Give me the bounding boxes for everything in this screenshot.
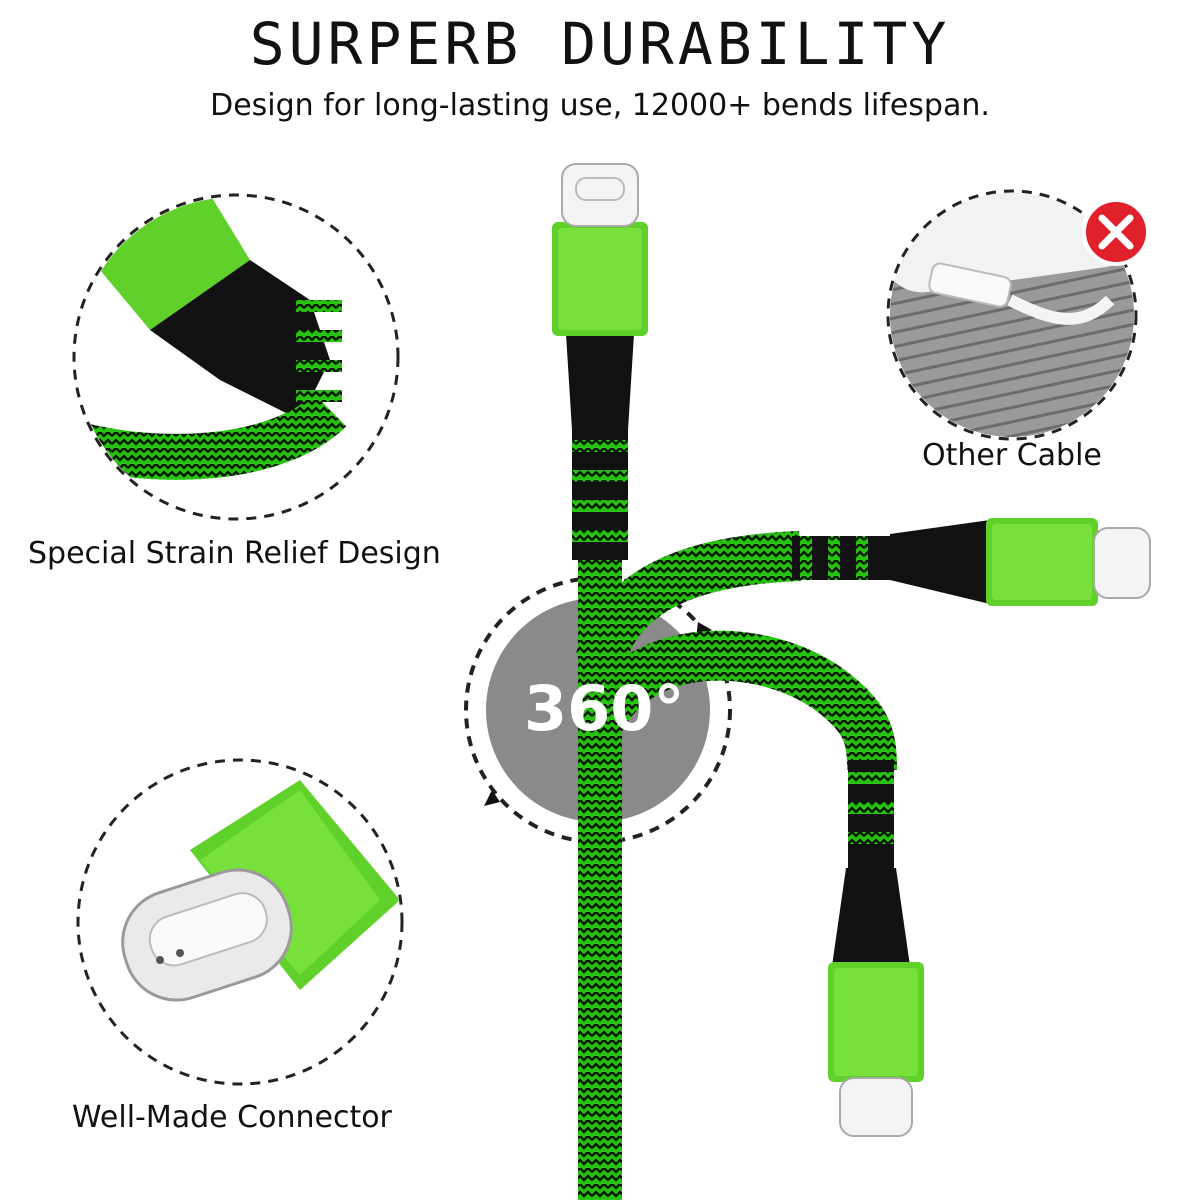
usb-c-connector-icon [1093, 527, 1151, 599]
usb-c-connector-icon [839, 1077, 913, 1137]
bent-cable-right [575, 518, 1151, 668]
connector-dashed-ring [76, 758, 404, 1086]
caption-other-cable: Other Cable [922, 438, 1102, 473]
usb-c-connector-icon [561, 163, 639, 227]
page-subtitle: Design for long-lasting use, 12000+ bend… [210, 88, 990, 123]
connector-detail [76, 758, 404, 1086]
rotation-arrow-icon [484, 790, 500, 806]
caption-connector: Well-Made Connector [72, 1100, 392, 1135]
page-title: SURPERB DURABILITY [249, 10, 951, 78]
strain-dashed-ring [72, 193, 400, 521]
caption-strain-relief: Special Strain Relief Design [28, 536, 441, 571]
main-cable [552, 163, 648, 1200]
strain-relief-detail [72, 193, 400, 521]
bent-cable-down [577, 630, 924, 1137]
rotation-badge-label: 360° [524, 672, 685, 745]
other-cable-detail [886, 189, 1150, 441]
main-cable-strain-top [566, 334, 634, 430]
